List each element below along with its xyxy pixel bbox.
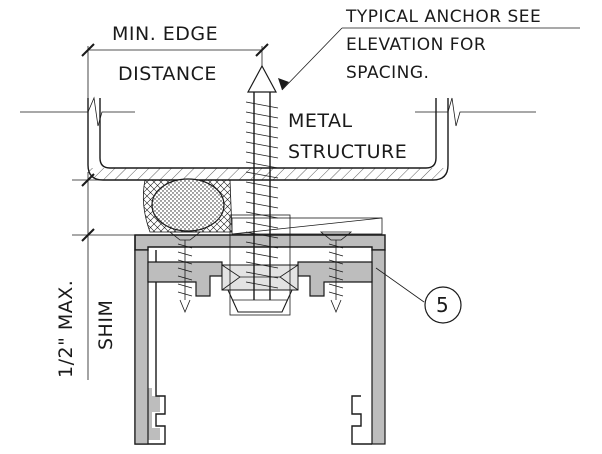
- callout-leader: [375, 267, 425, 303]
- shim-block: [231, 217, 383, 235]
- edge-distance-line2: DISTANCE: [118, 63, 217, 85]
- edge-distance-line1: MIN. EDGE: [112, 23, 218, 45]
- edge-distance-dimension: [81, 43, 269, 98]
- frame-screw-right: [319, 231, 353, 314]
- sealant-zone: [142, 178, 383, 235]
- main-anchor: [245, 64, 279, 300]
- frame-screw-left: [168, 231, 202, 314]
- metal-structure-line2: STRUCTURE: [288, 141, 407, 163]
- anchor-note-line1: TYPICAL ANCHOR SEE: [345, 7, 541, 27]
- metal-structure-line1: METAL: [288, 110, 353, 132]
- metal-structure: [20, 96, 536, 181]
- shim-label-line2: SHIM: [95, 300, 117, 350]
- callout-5: 5: [424, 286, 462, 324]
- shim-dimension: [72, 172, 140, 380]
- aluminum-frame: [134, 214, 386, 445]
- anchor-leader: [278, 27, 580, 91]
- shim-label-line1: 1/2" MAX.: [55, 280, 77, 378]
- anchor-note-line3: SPACING.: [346, 63, 429, 83]
- callout-number: 5: [436, 293, 449, 317]
- anchor-note-line2: ELEVATION FOR: [346, 35, 486, 55]
